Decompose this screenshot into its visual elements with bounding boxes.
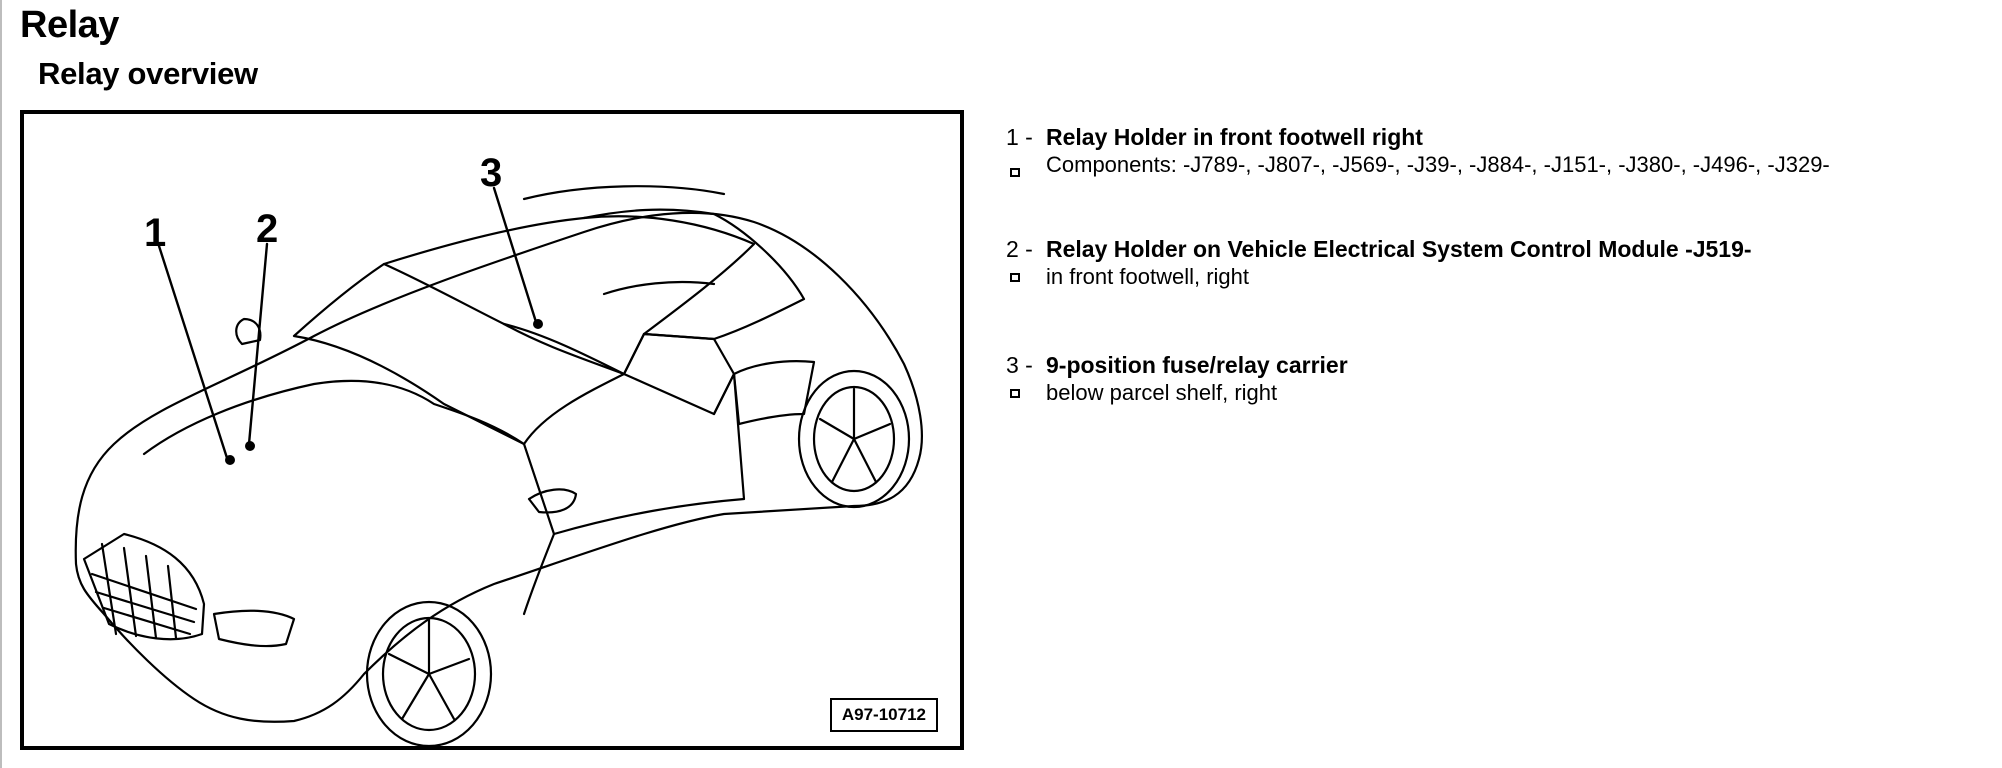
legend-item-number: 2 - [1006,236,1033,262]
car-left-mirror [235,317,262,346]
car-side-window [622,332,736,416]
car-line-drawing: 1 2 3 [74,151,923,746]
car-rear-wheel [797,369,911,509]
legend-item-number: 3 - [1006,352,1033,378]
legend-item-detail: below parcel shelf, right [1046,380,1278,405]
car-door [522,372,746,536]
legend-item-detail: in front footwell, right [1046,264,1249,289]
callout-1: 1 [144,211,166,255]
car-right-mirror [527,488,578,514]
callout-leaders [157,186,538,460]
legend-item-3: 3 - 9-position fuse/relay carrier below p… [1006,350,1996,406]
checkbox-bullet-icon [1010,168,1020,177]
legend-item-1: 1 -Relay Holder in front footwell right … [1006,122,1996,178]
car-roof [382,215,756,376]
car-front-wheel [365,600,493,746]
legend-item-label: Relay Holder on Vehicle Electrical Syste… [1046,236,1752,262]
legend-item-number: 1 - [1006,124,1033,150]
legend-item-label: Relay Holder in front footwell right [1046,124,1423,150]
callout-dots [225,319,543,465]
checkbox-bullet-icon [1010,273,1020,282]
car-illustration-figure: 1 2 3 A97-10712 [20,110,964,750]
checkbox-bullet-icon [1010,389,1020,398]
legend-item-2: 2 - Relay Holder on Vehicle Electrical Sy… [1006,234,1996,290]
car-rear-window [582,208,806,341]
page-title: Relay [20,4,119,46]
car-body-outline [74,211,923,723]
figure-id-label: A97-10712 [829,698,938,732]
car-grille [82,532,206,641]
car-side-intake [732,360,816,426]
page-subtitle: Relay overview [38,56,258,91]
callout-2: 2 [256,207,278,251]
car-windshield [292,262,626,446]
legend-item-label: 9-position fuse/relay carrier [1046,352,1348,378]
callout-3: 3 [480,151,502,195]
legend-item-detail: Components: -J789-, -J807-, -J569-, -J39… [1046,152,1830,177]
car-headlight [212,609,296,648]
